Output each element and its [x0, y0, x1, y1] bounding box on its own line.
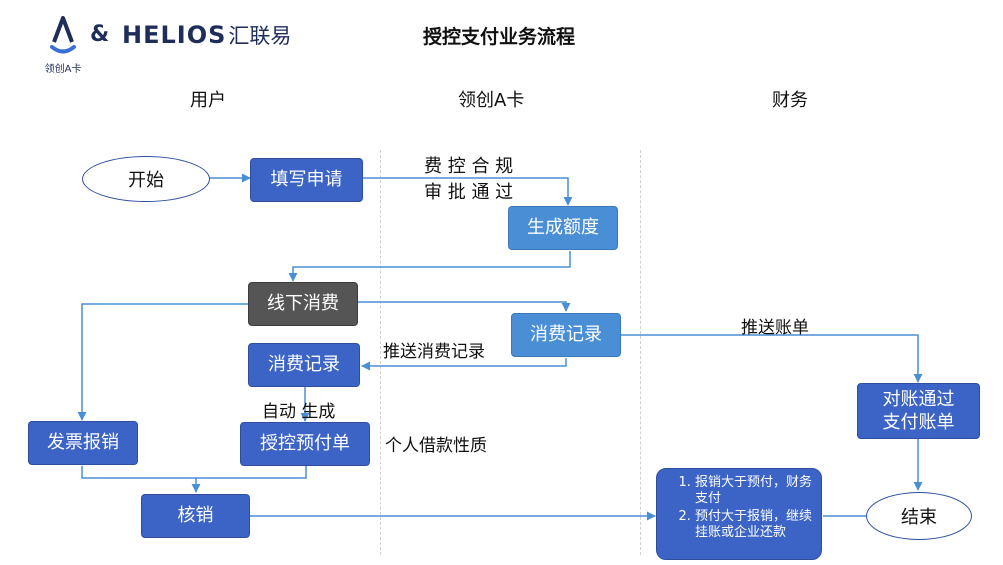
label-compliance-2: 审 批 通 过 — [424, 182, 514, 203]
consume-record-user-node: 消费记录 — [248, 343, 360, 387]
column-finance: 财务 — [772, 90, 808, 111]
arrow-record-to-user-record — [361, 358, 567, 371]
helios-wordmark: HELIOS — [122, 21, 227, 49]
arrow-consume-to-record — [358, 301, 571, 312]
prepay-order-node: 授控预付单 — [240, 422, 370, 466]
linkchuang-logo-icon — [50, 16, 76, 54]
settlement-note-list: 报销大于预付，财务支付 预付大于报销，继续挂账或企业还款 — [667, 475, 813, 541]
settlement-note-item-1: 报销大于预付，财务支付 — [695, 475, 813, 507]
helios-cn-wordmark: 汇联易 — [228, 24, 292, 48]
fill-apply-node: 填写申请 — [250, 158, 363, 202]
end-node: 结束 — [866, 492, 972, 540]
arrow-merge-to-writeoff — [81, 466, 307, 492]
column-card: 领创A卡 — [458, 90, 525, 111]
arrow-record-to-reconcile — [621, 334, 923, 383]
lane-divider-2 — [640, 150, 641, 555]
helios-logo: HELIOS汇联易 — [122, 20, 291, 50]
settlement-note: 报销大于预付，财务支付 预付大于报销，继续挂账或企业还款 — [656, 468, 822, 560]
label-compliance-1: 费 控 合 规 — [424, 156, 514, 177]
reconcile-pay-label: 对账通过支付账单 — [882, 389, 955, 433]
ampersand: & — [90, 22, 110, 47]
logo-caption: 领创A卡 — [44, 64, 82, 75]
label-push-bill: 推送账单 — [741, 318, 809, 338]
linkchuang-logo: 领创A卡 — [40, 12, 86, 75]
label-personal-loan: 个人借款性质 — [385, 436, 487, 456]
writeoff-node: 核销 — [141, 494, 250, 538]
reconcile-pay-node: 对账通过支付账单 — [857, 383, 980, 439]
settlement-note-item-2: 预付大于报销，继续挂账或企业还款 — [695, 509, 813, 541]
consume-record-card-node: 消费记录 — [511, 313, 621, 357]
column-user: 用户 — [190, 90, 226, 111]
arrow-apply-to-quota — [363, 177, 573, 206]
label-auto-generate: 自动 生成 — [262, 402, 336, 422]
page-title: 授控支付业务流程 — [423, 26, 576, 48]
arrow-consume-to-invoice — [77, 303, 248, 421]
invoice-reimburse-node: 发票报销 — [28, 421, 138, 465]
label-push-record: 推送消费记录 — [383, 342, 485, 362]
arrow-quota-to-consume — [288, 251, 571, 282]
generate-quota-node: 生成额度 — [508, 206, 618, 250]
start-node: 开始 — [82, 156, 210, 202]
offline-consume-node: 线下消费 — [248, 282, 358, 326]
lane-divider-1 — [380, 150, 381, 555]
